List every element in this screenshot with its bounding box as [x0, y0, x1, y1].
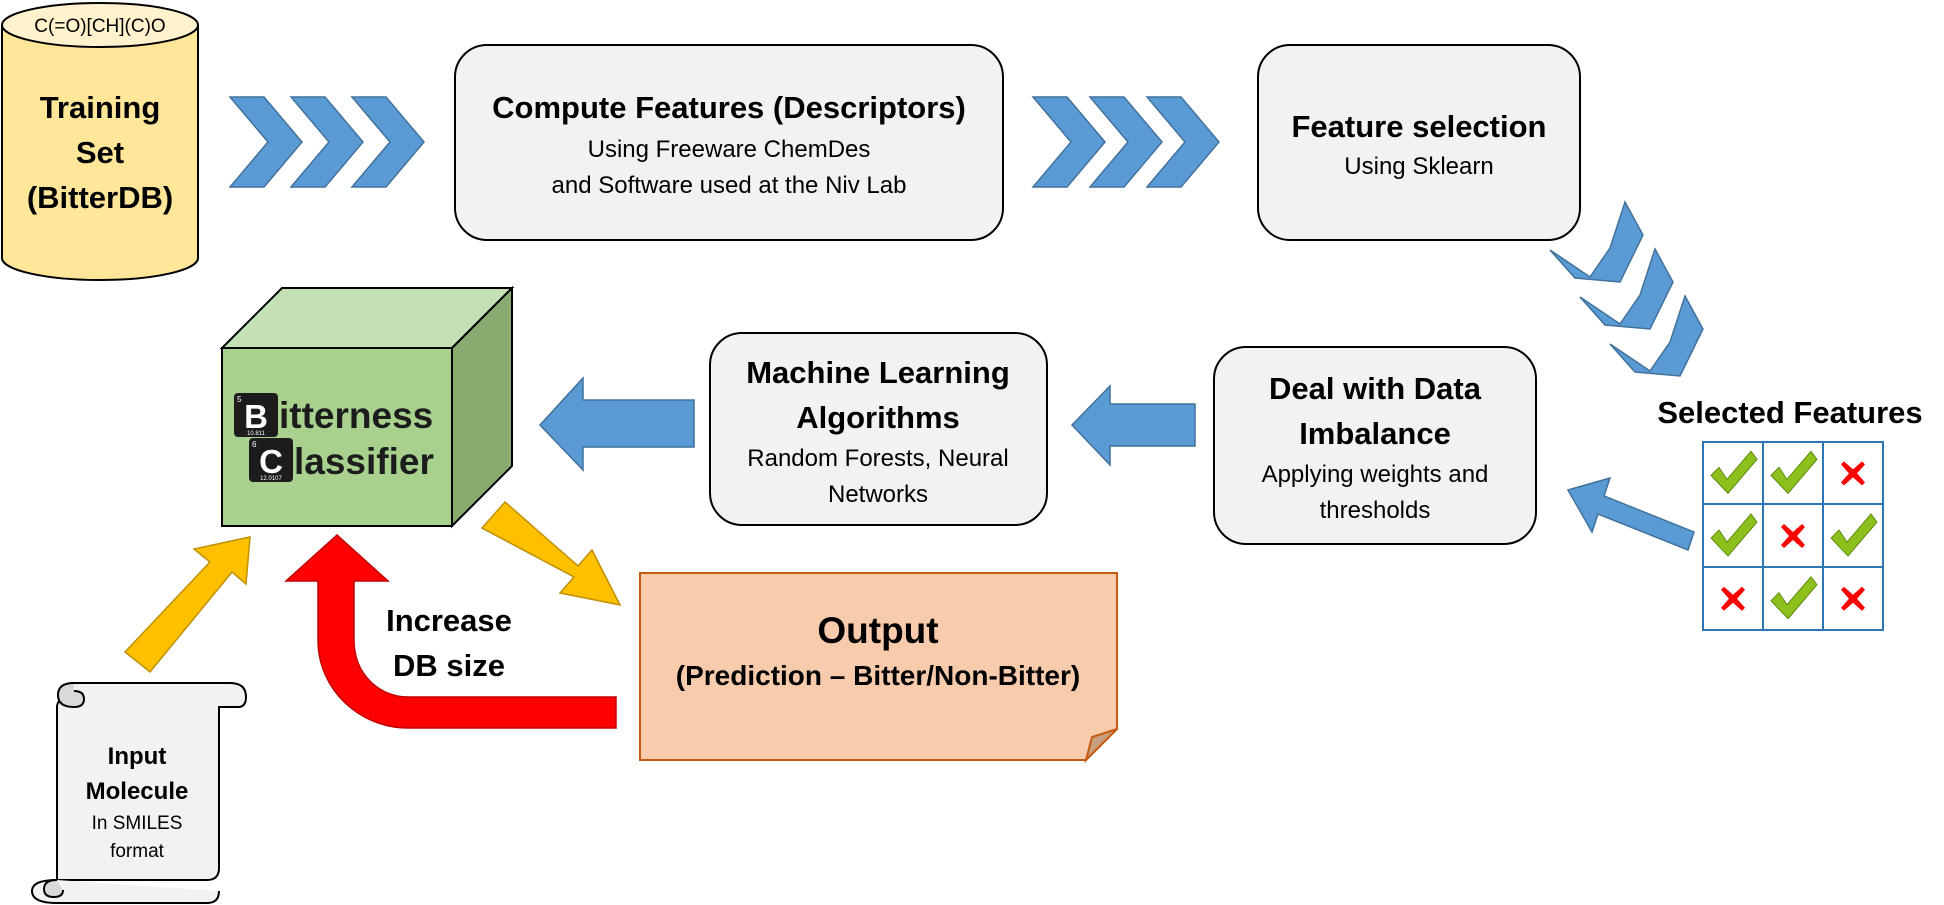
compute-features-title: Compute Features (Descriptors) [492, 90, 966, 125]
feature-selection-title: Feature selection [1292, 109, 1547, 144]
smiles-example: C(=O)[CH](C)O [34, 16, 165, 37]
check-icon [1710, 450, 1758, 495]
chevron-arrows-1 [228, 96, 425, 188]
selected-features-label: Selected Features [1657, 395, 1922, 430]
arrow-to-ml-algorithms [1070, 384, 1196, 467]
training-set-line-2: Set [76, 135, 124, 170]
training-set-line-3: (BitterDB) [27, 180, 173, 215]
check-icon [1710, 513, 1758, 557]
check-icon [1770, 450, 1818, 495]
output-subtitle: (Prediction – Bitter/Non-Bitter) [676, 660, 1080, 691]
input-molecule-line-1: In SMILES [92, 813, 183, 834]
arrow-to-output [480, 500, 622, 607]
feedback-label-1: Increase [386, 603, 512, 638]
training-set-database: C(=O)[CH](C)O Training Set (BitterDB) [0, 2, 199, 281]
cross-icon [1781, 524, 1805, 549]
output-box: Output (Prediction – Bitter/Non-Bitter) [639, 572, 1118, 764]
check-icon [1830, 513, 1878, 557]
output-title: Output [817, 610, 938, 651]
ml-algorithms-box: Machine Learning Algorithms Random Fores… [709, 332, 1048, 526]
arrow-to-classifier [538, 376, 695, 472]
classifier-word-1: itterness [279, 395, 433, 436]
ml-algorithms-title-2: Algorithms [796, 400, 960, 435]
compute-features-line-2: and Software used at the Niv Lab [552, 172, 907, 199]
check-icon [1770, 575, 1818, 620]
chevron-arrows-3 [1549, 200, 1704, 377]
compute-features-box: Compute Features (Descriptors) Using Fre… [454, 44, 1004, 241]
compute-features-line-1: Using Freeware ChemDes [588, 136, 871, 163]
cross-icon [1841, 461, 1865, 486]
cross-icon [1721, 586, 1745, 611]
data-imbalance-line-1: Applying weights and [1262, 461, 1489, 488]
feature-selection-subtitle: Using Sklearn [1344, 153, 1493, 180]
chevron-arrows-2 [1031, 96, 1220, 188]
data-imbalance-box: Deal with Data Imbalance Applying weight… [1213, 346, 1537, 545]
boron-element-tile [234, 393, 278, 437]
feedback-label-2: DB size [393, 648, 505, 683]
arrow-from-input [123, 536, 251, 674]
ml-algorithms-title-1: Machine Learning [746, 355, 1010, 390]
bitterness-classifier-cube: 5 B 10.811 itterness 6 C 12.0107 lassifi… [219, 285, 515, 529]
input-molecule-line-2: format [110, 841, 165, 862]
data-imbalance-title-2: Imbalance [1299, 416, 1451, 451]
arrow-to-data-imbalance [1566, 476, 1695, 551]
cross-icon [1841, 586, 1865, 611]
carbon-symbol: C [259, 443, 283, 480]
input-molecule-title-1: Input [108, 743, 167, 770]
boron-symbol: B [244, 398, 268, 435]
data-imbalance-line-2: thresholds [1320, 497, 1431, 524]
data-imbalance-title-1: Deal with Data [1269, 371, 1482, 406]
classifier-word-2: lassifier [294, 441, 434, 482]
input-molecule-scroll: Input Molecule In SMILES format [30, 682, 248, 904]
increase-db-feedback-arrow [284, 533, 617, 729]
carbon-atomic-mass: 12.0107 [260, 476, 282, 482]
boron-atomic-mass: 10.811 [247, 431, 266, 437]
training-set-line-1: Training [40, 90, 161, 125]
carbon-element-tile [249, 438, 293, 482]
input-molecule-title-2: Molecule [86, 778, 189, 805]
ml-algorithms-line-2: Networks [828, 481, 928, 508]
feature-selection-box: Feature selection Using Sklearn [1257, 44, 1581, 241]
boron-atomic-number: 5 [237, 395, 242, 404]
ml-algorithms-line-1: Random Forests, Neural [747, 445, 1008, 472]
selected-features-grid [1702, 441, 1884, 631]
carbon-atomic-number: 6 [252, 440, 257, 449]
